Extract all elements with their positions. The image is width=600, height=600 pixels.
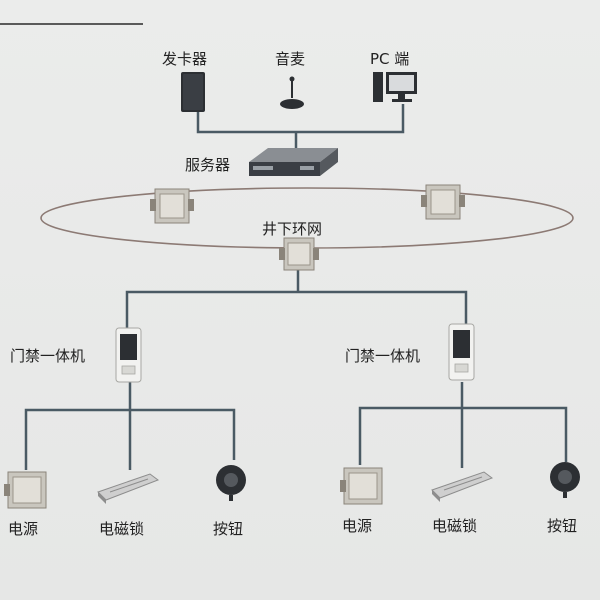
maglock-right-label: 电磁锁	[432, 517, 478, 535]
power-left-label: 电源	[8, 520, 39, 538]
ring-switch-right-icon	[421, 184, 465, 220]
ring-switch-left-icon	[150, 188, 194, 224]
microphone-icon	[280, 76, 304, 109]
power-supply-right-icon	[340, 467, 383, 505]
server-label: 服务器	[185, 156, 231, 174]
button-left-label: 按钮	[213, 520, 244, 538]
pc-icon	[373, 72, 417, 102]
microphone-label: 音麦	[275, 50, 306, 68]
button-left-icon	[216, 465, 246, 501]
access-unit-right-label: 门禁一体机	[345, 347, 421, 365]
button-right-icon	[550, 462, 580, 498]
button-right-label: 按钮	[547, 517, 578, 535]
maglock-left-icon	[97, 473, 160, 504]
power-supply-left-icon	[4, 471, 47, 509]
access-unit-left-icon	[115, 327, 142, 383]
top-connections	[196, 104, 405, 152]
power-right-label: 电源	[342, 517, 373, 535]
ring-switch-bottom-icon	[279, 237, 319, 271]
branch-connections	[24, 270, 568, 470]
maglock-right-icon	[431, 471, 494, 502]
ring-network-label: 井下环网	[262, 220, 323, 238]
maglock-left-label: 电磁锁	[99, 520, 145, 538]
access-unit-right-icon	[448, 323, 475, 381]
server-icon	[249, 148, 338, 176]
card-issuer-icon	[181, 72, 205, 112]
access-unit-left-label: 门禁一体机	[10, 347, 86, 365]
pc-terminal-label: PC 端	[370, 50, 410, 68]
card-issuer-label: 发卡器	[162, 50, 208, 68]
